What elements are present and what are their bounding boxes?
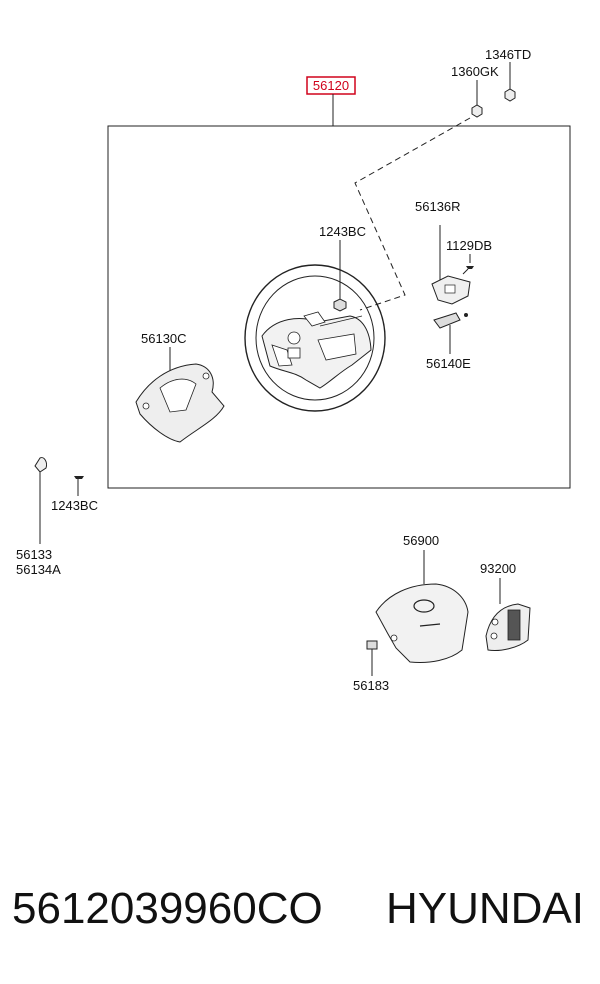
part-number: 5612039960CO xyxy=(12,884,323,933)
switch-icon xyxy=(433,312,461,329)
hyundai-logo-icon xyxy=(413,599,435,613)
callout-1243BC-left[interactable]: 1243BC xyxy=(51,476,98,513)
assembly-frame xyxy=(107,125,571,489)
callout-56133[interactable]: 56133 56134A xyxy=(16,457,61,577)
callout-label-56140E: 56140E xyxy=(426,356,471,371)
callout-93200[interactable]: 93200 xyxy=(480,561,531,651)
callout-label-93200: 93200 xyxy=(480,561,516,576)
steering-wheel-icon[interactable] xyxy=(244,264,386,412)
airbag-module-icon xyxy=(375,583,469,663)
bolt-icon xyxy=(333,298,347,312)
callout-label-1243BC: 1243BC xyxy=(319,224,366,239)
callout-1360GK[interactable]: 1360GK xyxy=(451,64,499,118)
cap-icon xyxy=(34,457,47,473)
callout-label-56130C: 56130C xyxy=(141,331,187,346)
callout-56120[interactable]: 56120 xyxy=(306,76,356,126)
callout-1243BC-center[interactable]: 1243BC xyxy=(319,224,366,327)
callout-label-1360GK: 1360GK xyxy=(451,64,499,79)
nut-icon xyxy=(504,88,516,102)
screw-icon xyxy=(74,476,84,479)
callout-label-56900: 56900 xyxy=(403,533,439,548)
screw-icon xyxy=(466,266,474,269)
bolt-icon xyxy=(471,104,483,118)
callout-56136R[interactable]: 56136R xyxy=(415,199,471,305)
callout-label-1129DB: 1129DB xyxy=(446,238,492,253)
leader-line xyxy=(319,315,363,327)
pin-icon xyxy=(366,640,378,650)
callout-label-1346TD: 1346TD xyxy=(485,47,531,62)
callout-label-1243BC-left: 1243BC xyxy=(51,498,98,513)
callout-highlight-box xyxy=(306,76,356,95)
callout-label-56133: 56133 xyxy=(16,547,52,562)
callout-label-56136R: 56136R xyxy=(415,199,461,214)
brand-name: HYUNDAI xyxy=(385,884,584,933)
callout-56130C[interactable]: 56130C xyxy=(135,331,225,443)
callout-1129DB[interactable]: 1129DB xyxy=(446,238,492,275)
footer: 5612039960CO HYUNDAI xyxy=(10,884,590,944)
callout-label-56134A: 56134A xyxy=(16,562,61,577)
callout-56183[interactable]: 56183 xyxy=(353,640,389,693)
callout-56900[interactable]: 56900 xyxy=(375,533,469,663)
dashed-leader xyxy=(354,117,471,311)
callout-56140E[interactable]: 56140E xyxy=(426,312,471,371)
callout-label-56120: 56120 xyxy=(313,78,349,93)
callout-label-56183: 56183 xyxy=(353,678,389,693)
callout-1346TD[interactable]: 1346TD xyxy=(485,47,531,102)
